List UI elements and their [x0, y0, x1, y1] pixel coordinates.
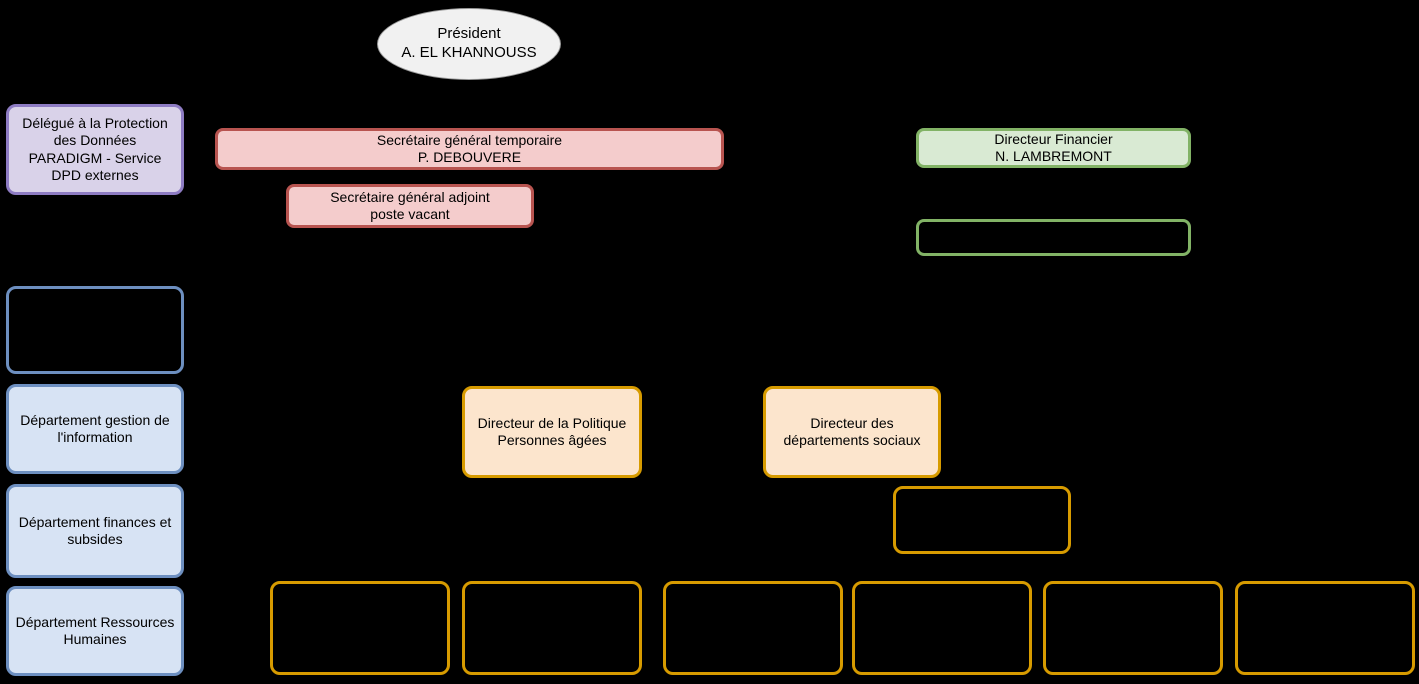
node-empty-orange-6 — [1235, 581, 1415, 675]
directeur-financier-name: N. LAMBREMONT — [995, 148, 1112, 164]
dept-finances-label: Département finances et subsides — [18, 513, 172, 548]
secretaire-adjoint-title: Secrétaire général adjoint — [330, 188, 490, 205]
node-directeur-depts-sociaux: Directeur des départements sociaux — [763, 386, 941, 478]
node-directeur-financier: Directeur Financier N. LAMBREMONT — [916, 128, 1191, 168]
secretaire-adjoint-status: poste vacant — [370, 206, 450, 222]
node-empty-orange-3 — [663, 581, 843, 675]
node-secretaire-general: Secrétaire général temporaire P. DEBOUVE… — [215, 128, 724, 170]
node-empty-orange-4 — [852, 581, 1032, 675]
directeur-financier-title: Directeur Financier — [994, 130, 1113, 147]
directeur-ds-line1: Directeur des — [810, 414, 894, 431]
node-empty-orange-2 — [462, 581, 642, 675]
dpd-delegate-label: Délégué à la Protection des Données PARA… — [22, 114, 168, 184]
secretaire-general-title: Secrétaire général temporaire — [376, 131, 563, 148]
dept-gestion-label: Département gestion de l'information — [20, 411, 170, 446]
president-title: Président — [437, 25, 501, 43]
secretaire-general-name: P. DEBOUVERE — [417, 149, 522, 165]
node-empty-orange-5 — [1043, 581, 1223, 675]
directeur-pa-line1: Directeur de la Politique — [477, 414, 627, 431]
node-empty-orange-1 — [270, 581, 450, 675]
node-empty-blue — [6, 286, 184, 374]
directeur-pa-line2: Personnes âgées — [497, 432, 607, 448]
node-empty-orange-mid — [893, 486, 1071, 554]
node-president: Président A. EL KHANNOUSS — [377, 8, 561, 80]
directeur-ds-line2: départements sociaux — [783, 432, 921, 448]
node-directeur-personnes-agees: Directeur de la Politique Personnes âgée… — [462, 386, 642, 478]
node-dept-gestion-information: Département gestion de l'information — [6, 384, 184, 474]
node-secretaire-adjoint: Secrétaire général adjoint poste vacant — [286, 184, 534, 228]
node-empty-green — [916, 219, 1191, 256]
node-dept-ressources-humaines: Département Ressources Humaines — [6, 586, 184, 676]
dept-rh-label: Département Ressources Humaines — [15, 613, 175, 648]
president-name: A. EL KHANNOUSS — [401, 44, 537, 61]
node-dpd-delegate: Délégué à la Protection des Données PARA… — [6, 104, 184, 195]
node-dept-finances-subsides: Département finances et subsides — [6, 484, 184, 578]
